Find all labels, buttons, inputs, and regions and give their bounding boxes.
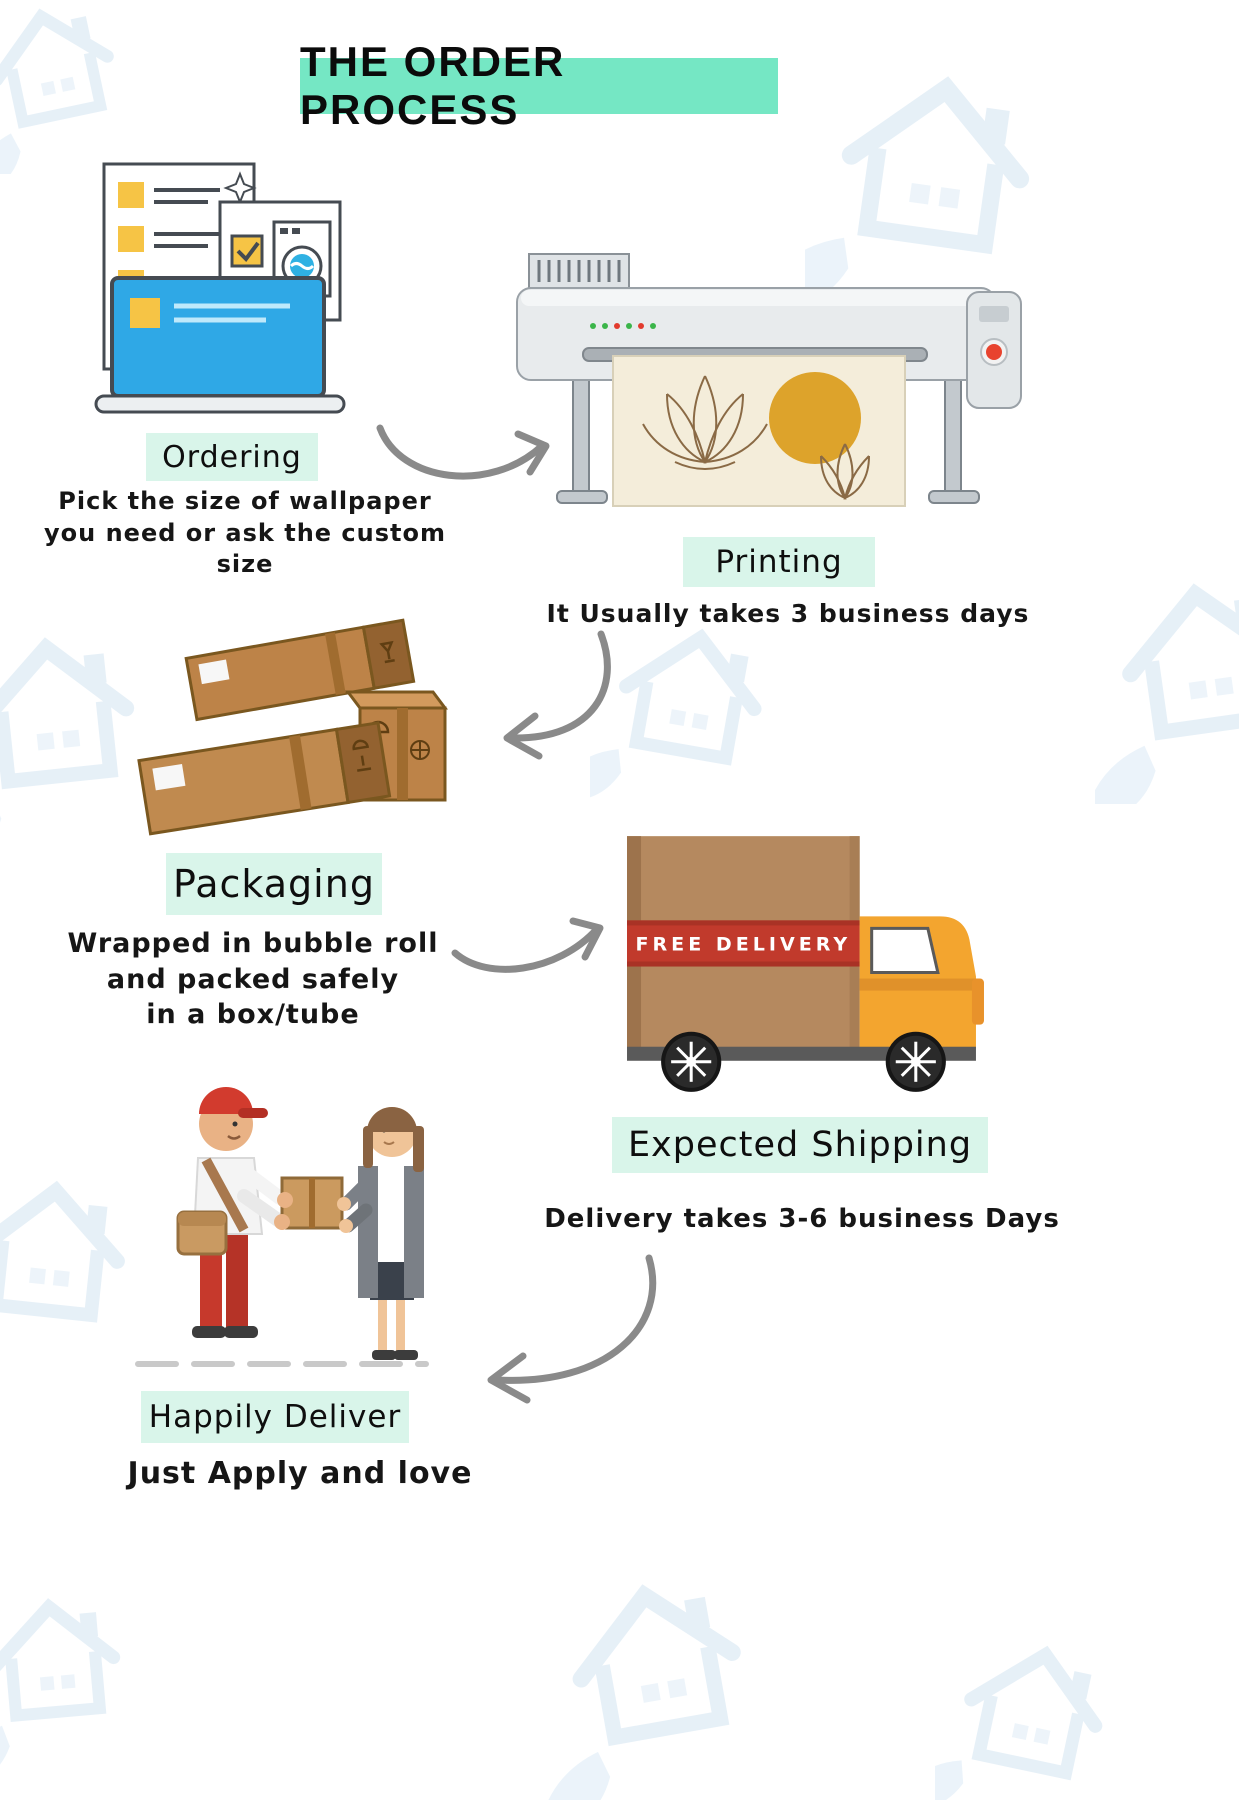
handover-people-icon xyxy=(135,1087,429,1367)
curved-arrow-icon xyxy=(503,630,611,760)
curved-arrow-icon xyxy=(487,1254,657,1404)
step-desc-deliver: Just Apply and love xyxy=(127,1456,473,1491)
ordering-documents-laptop-icon xyxy=(94,162,346,414)
cardboard-boxes-icon xyxy=(137,618,448,836)
step-desc-shipping: Delivery takes 3-6 business Days xyxy=(544,1204,1060,1234)
customer-woman-figure xyxy=(339,1107,424,1360)
curved-arrow-icon xyxy=(376,424,550,480)
step-label-printing: Printing xyxy=(683,537,875,587)
wide-format-printer-icon xyxy=(516,253,1022,507)
watermark-house-leaf-logo xyxy=(545,1560,775,1800)
step-desc-ordering: Pick the size of wallpaper you need or a… xyxy=(44,487,446,579)
watermark-house-leaf-logo xyxy=(0,0,140,174)
delivery-truck-icon: FREE DELIVERY xyxy=(627,836,984,1092)
watermark-house-leaf-logo xyxy=(935,1625,1125,1800)
parcel-box xyxy=(274,1176,353,1233)
watermark-house-leaf-logo xyxy=(1095,560,1239,804)
step-label-ordering: Ordering xyxy=(146,433,318,481)
watermark-house-leaf-logo xyxy=(0,1580,145,1775)
step-desc-printing: It Usually takes 3 business days xyxy=(546,599,1030,628)
page-title: THE ORDER PROCESS xyxy=(300,38,778,133)
step-label-deliver: Happily Deliver xyxy=(141,1391,409,1443)
step-label-packaging: Packaging xyxy=(166,853,382,915)
step-desc-packaging: Wrapped in bubble roll and packed safely… xyxy=(67,928,439,1031)
curved-arrow-icon xyxy=(451,917,604,973)
delivery-man-figure xyxy=(176,1087,287,1338)
step-label-shipping: Expected Shipping xyxy=(612,1117,988,1173)
truck-banner-text: FREE DELIVERY xyxy=(635,933,851,955)
